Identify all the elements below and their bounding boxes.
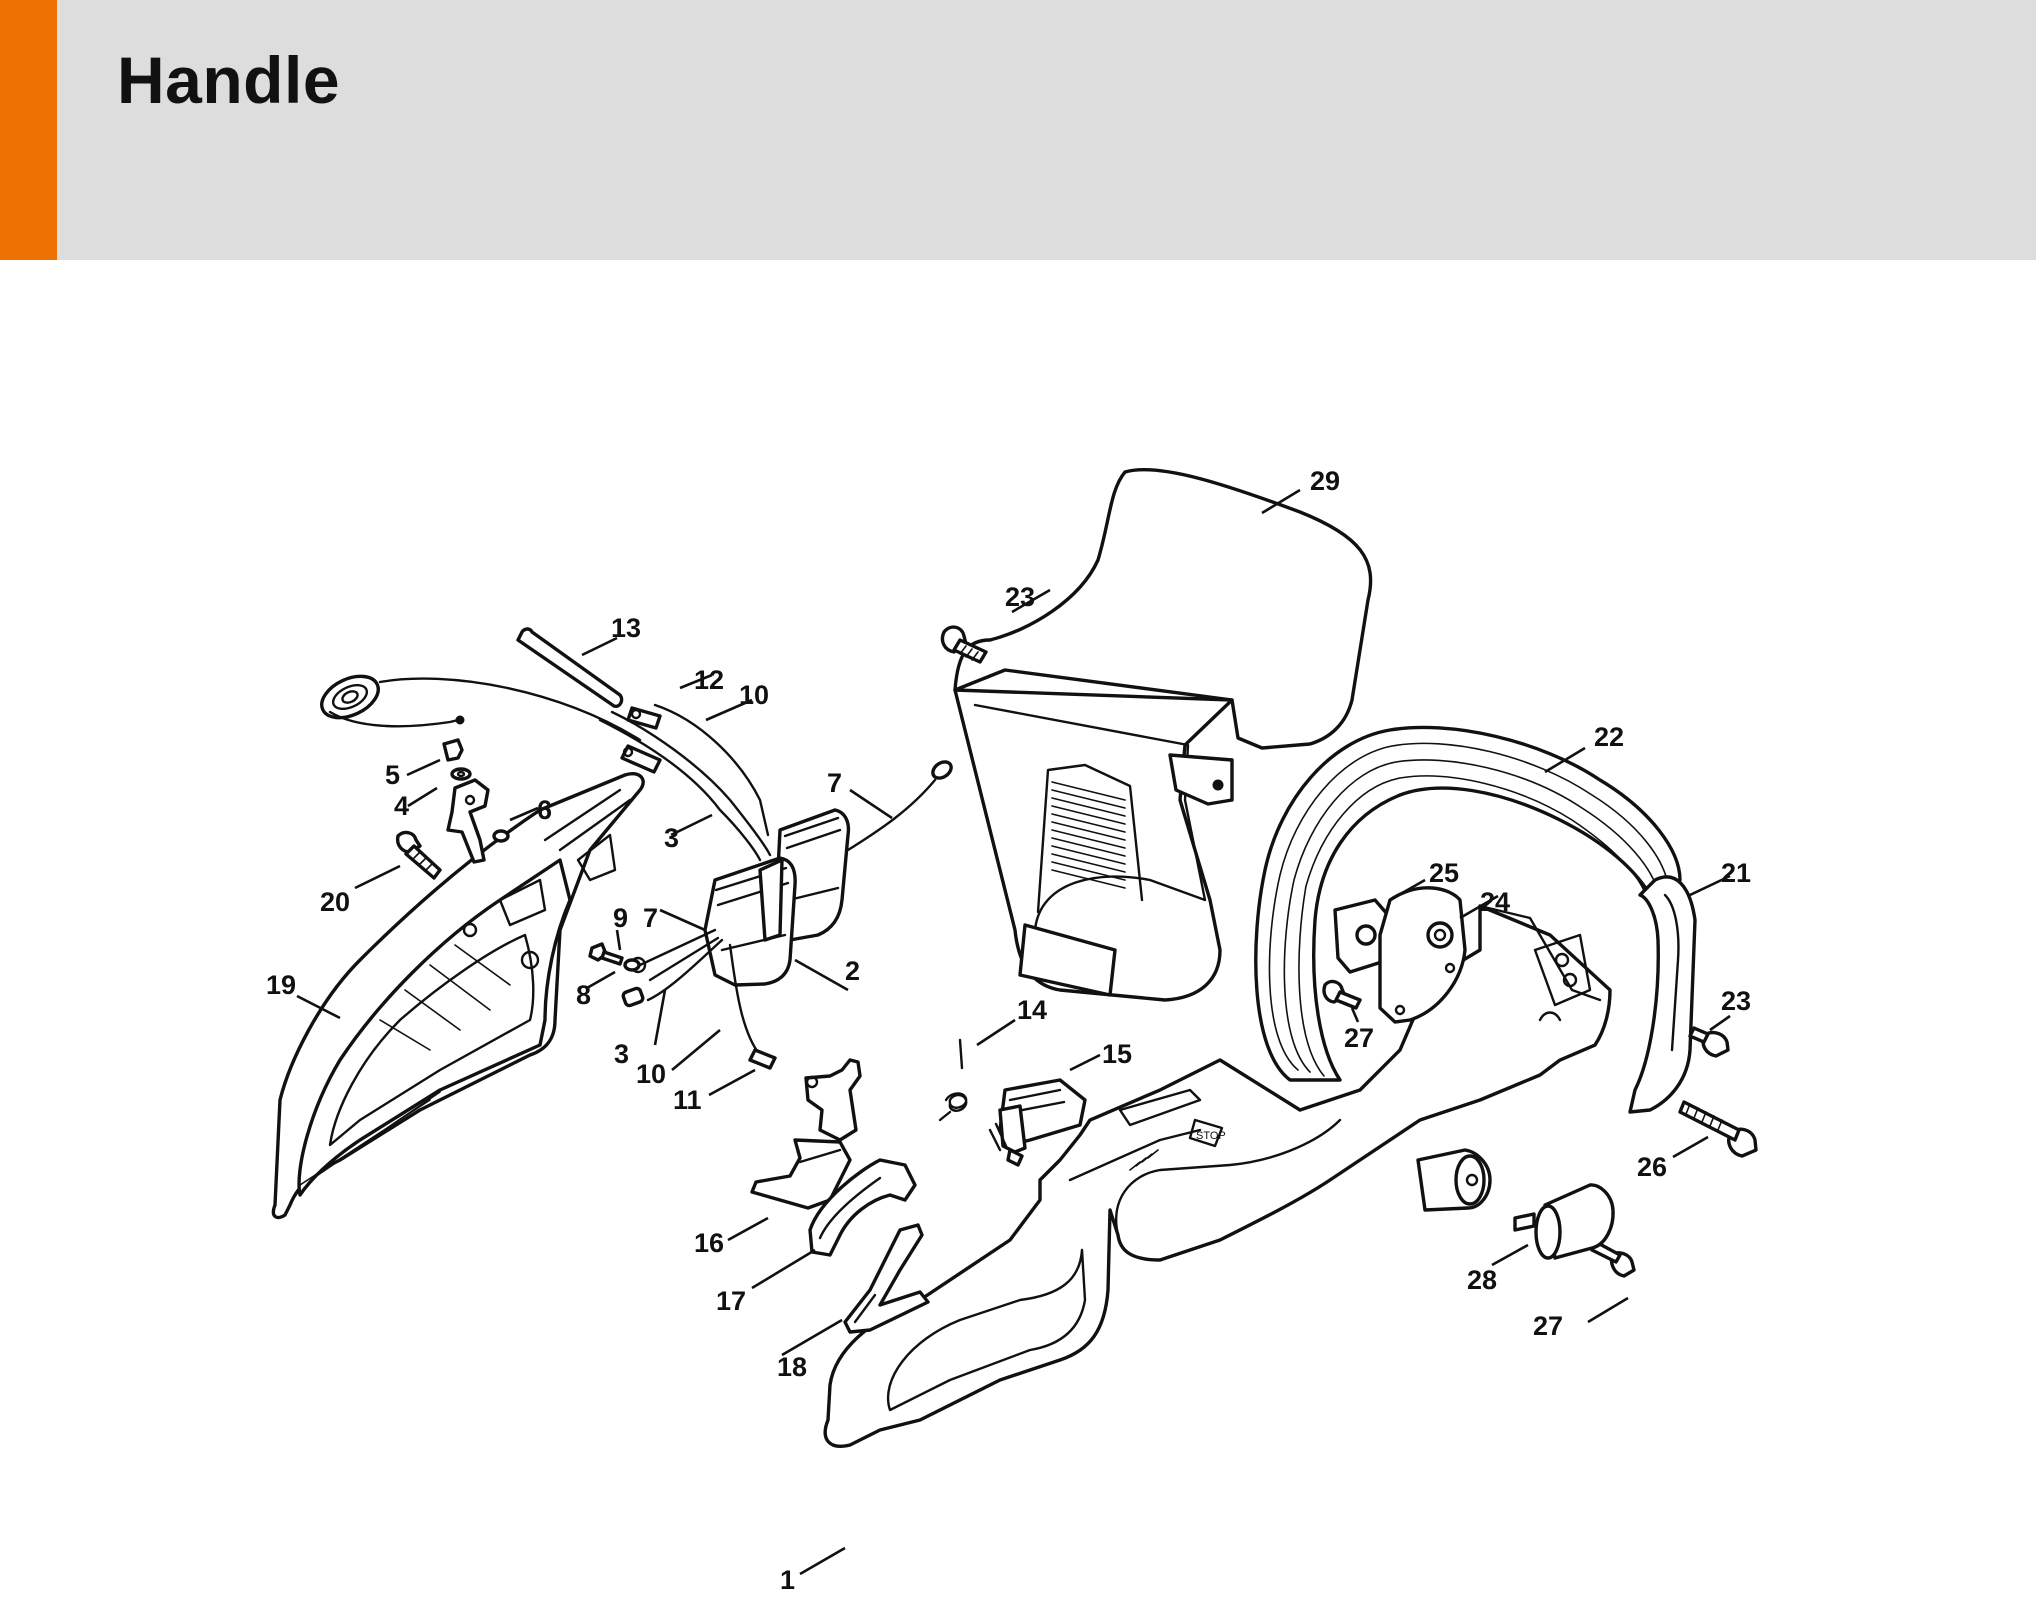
callout-23b: 23 — [1721, 986, 1751, 1016]
parts-4-5-6-stop-lever[interactable] — [442, 738, 510, 864]
callout-14: 14 — [1017, 995, 1047, 1025]
parts-3-7-10-11-wiring[interactable] — [598, 703, 954, 1070]
callout-12: 12 — [694, 665, 724, 695]
callout-28: 28 — [1467, 1265, 1497, 1295]
parts-12-13-cable-sleeve[interactable] — [516, 627, 662, 774]
callout-27b: 27 — [1533, 1311, 1563, 1341]
callout-22: 22 — [1594, 722, 1624, 752]
parts-8-9-screw-nut[interactable] — [588, 942, 641, 972]
part-14-spring[interactable] — [938, 1038, 968, 1122]
callout-leader-lines — [296, 488, 1731, 1576]
part-25-mount-plate[interactable] — [1333, 898, 1390, 974]
part-29-hand-guard[interactable] — [953, 468, 1373, 1002]
part-18-spring-clip[interactable] — [843, 1223, 930, 1334]
callout-5: 5 — [385, 760, 400, 790]
callout-1: 1 — [780, 1565, 795, 1595]
callout-3b: 3 — [614, 1039, 629, 1069]
callout-2: 2 — [845, 956, 860, 986]
callout-9: 9 — [613, 903, 628, 933]
callout-21: 21 — [1721, 858, 1751, 888]
part-28-buffer-mounted[interactable] — [1416, 1148, 1492, 1212]
part-26-long-screw[interactable] — [1678, 1100, 1758, 1158]
callout-27a: 27 — [1344, 1023, 1374, 1053]
callout-4: 4 — [394, 791, 409, 821]
callout-6: 6 — [537, 795, 552, 825]
throttle-cable-pulley[interactable] — [315, 668, 642, 742]
callout-24: 24 — [1480, 887, 1510, 917]
callout-8: 8 — [576, 980, 591, 1010]
callout-25: 25 — [1429, 858, 1459, 888]
part-24-buffer-housing[interactable] — [1378, 886, 1467, 1024]
part-20-screw[interactable] — [395, 830, 442, 880]
callout-7b: 7 — [643, 903, 658, 933]
part-22-front-handle-bar[interactable] — [1254, 725, 1682, 1082]
callout-3a: 3 — [664, 823, 679, 853]
callout-15: 15 — [1102, 1039, 1132, 1069]
part-15-switch-lever[interactable] — [988, 1078, 1087, 1167]
part-16-throttle-trigger[interactable] — [750, 1058, 862, 1210]
part-1-rear-handle[interactable]: STOP — [823, 904, 1612, 1448]
part-19-side-cover[interactable] — [271, 772, 645, 1220]
callout-23a: 23 — [1005, 582, 1035, 612]
part-21-handle-end[interactable] — [1628, 875, 1697, 1114]
callout-10a: 10 — [739, 680, 769, 710]
part-27-screw-upper[interactable] — [1322, 979, 1362, 1010]
callout-29: 29 — [1310, 466, 1340, 496]
part-28-rubber-buffer[interactable] — [1513, 1183, 1615, 1260]
callout-10b: 10 — [636, 1059, 666, 1089]
callout-11: 11 — [673, 1085, 702, 1115]
page-header: Handle — [0, 0, 2036, 260]
part-2-switch-housing[interactable] — [703, 808, 851, 987]
callout-7a: 7 — [827, 768, 842, 798]
callout-26: 26 — [1637, 1152, 1667, 1182]
stop-marking: STOP — [1196, 1130, 1226, 1142]
page-title: Handle — [117, 43, 341, 117]
callout-labels: 1 2 3 3 4 5 6 7 7 8 9 10 10 11 12 13 14 … — [266, 466, 1751, 1595]
part-17-trigger-lockout[interactable] — [808, 1158, 917, 1257]
part-23-screw-upper[interactable] — [940, 625, 988, 664]
callout-20: 20 — [320, 887, 350, 917]
callout-17: 17 — [716, 1286, 746, 1316]
shroud-vent-slots — [1051, 781, 1126, 889]
callout-16: 16 — [694, 1228, 724, 1258]
part-23-screw-right[interactable] — [1688, 1026, 1730, 1058]
callout-18: 18 — [777, 1352, 807, 1382]
header-accent-bar — [0, 0, 57, 260]
callout-13: 13 — [611, 613, 641, 643]
callout-19: 19 — [266, 970, 296, 1000]
